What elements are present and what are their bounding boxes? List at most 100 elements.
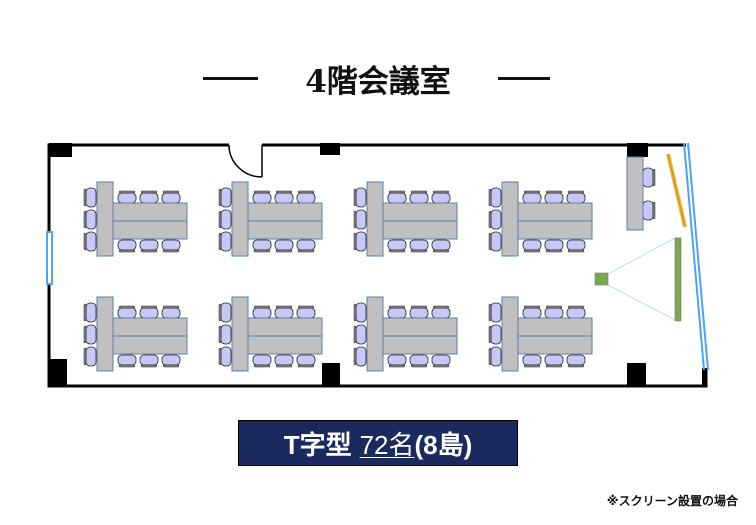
chair <box>409 239 429 251</box>
chair <box>355 324 367 345</box>
chair <box>220 302 232 323</box>
pillar <box>322 363 340 386</box>
chair-back <box>388 305 406 309</box>
chair-back <box>162 249 180 253</box>
chair-back <box>140 190 158 194</box>
table <box>382 317 458 337</box>
chair <box>522 307 542 319</box>
chair <box>85 346 97 367</box>
table <box>112 317 188 337</box>
chair-back <box>488 303 492 322</box>
chair <box>161 354 181 366</box>
chair-back <box>353 347 357 366</box>
chair <box>274 307 294 319</box>
chair-back <box>353 303 357 322</box>
table-island <box>488 296 593 372</box>
chair <box>387 307 407 319</box>
chair <box>161 307 181 319</box>
chair <box>355 209 367 230</box>
layout-style: T字型 <box>283 429 352 460</box>
chair-back <box>567 364 585 368</box>
title-dash-left <box>203 77 258 80</box>
chair-back <box>388 364 406 368</box>
table-island <box>488 181 593 257</box>
chair-back <box>275 190 293 194</box>
chair-back <box>275 249 293 253</box>
chair <box>544 354 564 366</box>
window-left <box>46 231 53 285</box>
chair-back <box>218 210 222 229</box>
chair <box>431 239 451 251</box>
chair-back <box>218 232 222 251</box>
chair <box>220 209 232 230</box>
chair <box>117 307 137 319</box>
chair-back <box>275 305 293 309</box>
chair-back <box>353 232 357 251</box>
page-title: 4階会議室 <box>305 64 451 100</box>
chair-back <box>545 190 563 194</box>
screen-note: ※スクリーン設置の場合 <box>606 494 738 508</box>
chair-back <box>388 249 406 253</box>
chair <box>522 239 542 251</box>
chair-back <box>567 190 585 194</box>
chair <box>387 354 407 366</box>
chair-back <box>275 364 293 368</box>
head-table <box>366 296 384 372</box>
chair <box>566 354 586 366</box>
chair-back <box>83 188 87 207</box>
chair-back <box>297 190 315 194</box>
pillar <box>627 143 648 157</box>
chair <box>161 192 181 204</box>
chair <box>431 307 451 319</box>
chair-back <box>253 249 271 253</box>
chair <box>355 346 367 367</box>
chair-back <box>432 249 450 253</box>
screen <box>674 237 682 322</box>
pillar <box>627 363 646 386</box>
table-island <box>83 181 188 257</box>
chair-back <box>162 190 180 194</box>
table-island <box>353 296 458 372</box>
chair <box>409 192 429 204</box>
chair <box>139 239 159 251</box>
chair <box>490 231 502 252</box>
layout-capacity: 72名 <box>359 429 415 460</box>
chair <box>387 239 407 251</box>
chair <box>220 187 232 208</box>
table <box>517 202 593 222</box>
chair <box>85 187 97 208</box>
chair <box>252 239 272 251</box>
chair-back <box>410 305 428 309</box>
chair <box>274 354 294 366</box>
chair-back <box>140 305 158 309</box>
chair-back <box>297 249 315 253</box>
table-island <box>218 296 323 372</box>
chair <box>490 187 502 208</box>
head-table <box>231 181 249 257</box>
chair-back <box>488 325 492 344</box>
chair-back <box>353 210 357 229</box>
chair <box>117 192 137 204</box>
chair <box>252 192 272 204</box>
chair-back <box>432 364 450 368</box>
chair-back <box>118 364 136 368</box>
chair-back <box>83 347 87 366</box>
chair-back <box>432 305 450 309</box>
chair-back <box>162 364 180 368</box>
chair-back <box>218 303 222 322</box>
chair-back <box>410 249 428 253</box>
chair <box>220 231 232 252</box>
chair <box>355 231 367 252</box>
chair-back <box>488 210 492 229</box>
chair <box>296 192 316 204</box>
chair-back <box>218 347 222 366</box>
chair <box>139 192 159 204</box>
pillar <box>702 368 707 386</box>
pillar <box>320 143 340 155</box>
table <box>382 220 458 240</box>
chair-back <box>432 190 450 194</box>
chair-back <box>488 188 492 207</box>
table-island <box>83 296 188 372</box>
chair <box>220 324 232 345</box>
chair-back <box>353 188 357 207</box>
